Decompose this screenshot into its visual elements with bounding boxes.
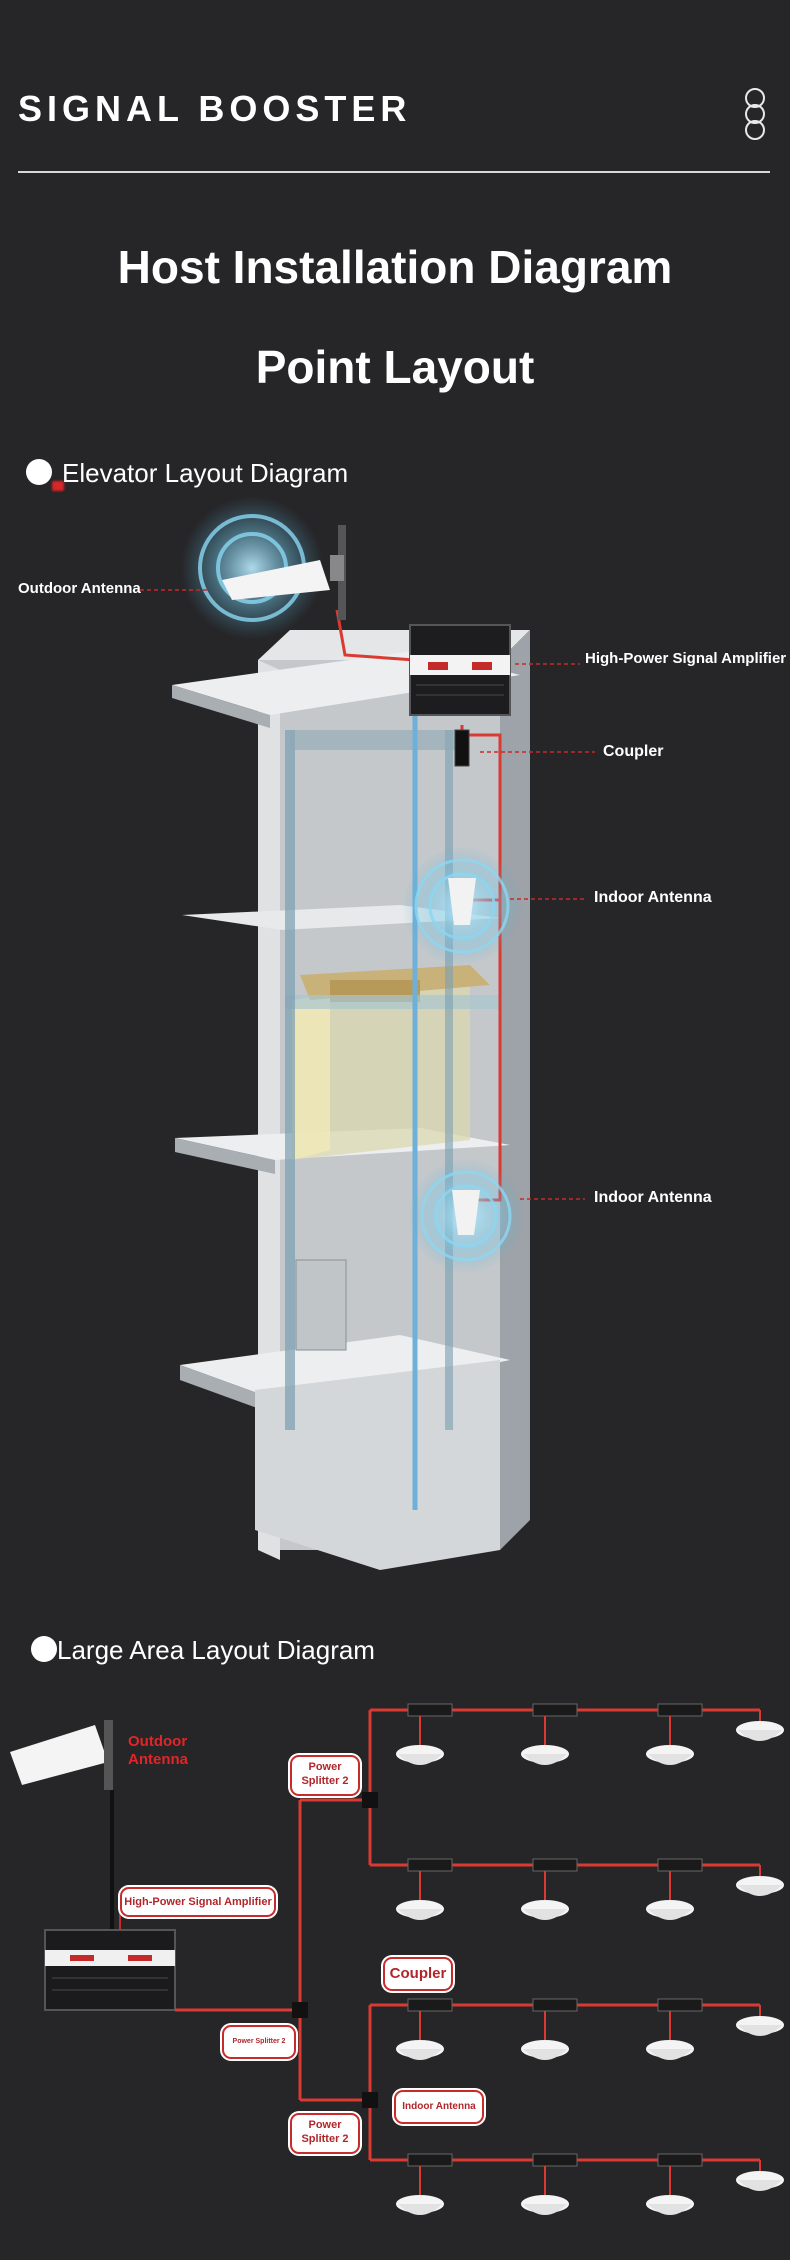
label-amplifier: High-Power Signal Amplifier — [585, 650, 787, 667]
ceiling-antenna-dome — [738, 2180, 782, 2191]
three-rings-menu-icon[interactable] — [742, 88, 768, 140]
ceiling-antenna-dome — [738, 1885, 782, 1896]
ceiling-antenna-dome — [738, 2025, 782, 2036]
branch-coupler — [532, 1703, 578, 1717]
red-marker-icon — [52, 481, 64, 491]
bullet-dot-icon — [31, 1636, 57, 1662]
page-subtitle: Point Layout — [255, 341, 535, 393]
ceiling-antenna-dome — [523, 2204, 567, 2215]
large-area-diagram — [10, 1703, 784, 2215]
label-power-splitter-bottom: Power Splitter 2 — [290, 2113, 360, 2154]
ceiling-antenna-dome — [648, 1754, 692, 1765]
page-title: Host Installation Diagram — [117, 241, 673, 293]
branch-coupler — [657, 1858, 703, 1872]
label-coupler-box: Coupler — [383, 1957, 453, 1991]
branch-coupler — [657, 1703, 703, 1717]
ceiling-antenna-dome — [398, 1909, 442, 1920]
branch-coupler — [407, 1703, 453, 1717]
ceiling-antenna-dome — [398, 2049, 442, 2060]
label-indoor-antenna-1: Indoor Antenna — [594, 889, 712, 906]
label-outdoor-antenna-red: Outdoor Antenna — [128, 1733, 188, 1768]
branch-coupler — [657, 2153, 703, 2167]
branch-coupler — [532, 1998, 578, 2012]
branch-coupler — [407, 1858, 453, 1872]
ceiling-antenna-dome — [738, 1730, 782, 1741]
label-power-splitter-top: Power Splitter 2 — [290, 1755, 360, 1796]
label-indoor-antenna-2: Indoor Antenna — [594, 1189, 712, 1206]
ceiling-antenna-dome — [648, 2049, 692, 2060]
bullet-dot-icon — [26, 459, 52, 485]
brand-title: SIGNAL BOOSTER — [18, 88, 412, 129]
label-amplifier-box: High-Power Signal Amplifier — [120, 1887, 276, 1917]
label-coupler: Coupler — [603, 743, 664, 760]
label-power-splitter-mid: Power Splitter 2 — [222, 2025, 296, 2059]
ceiling-antenna-dome — [648, 2204, 692, 2215]
label-indoor-antenna-box: Indoor Antenna — [394, 2090, 484, 2124]
branch-coupler — [407, 2153, 453, 2167]
large-area-section-title: Large Area Layout Diagram — [57, 1635, 375, 1665]
ceiling-antenna-dome — [523, 2049, 567, 2060]
ceiling-antenna-dome — [398, 2204, 442, 2215]
elevator-section-title: Elevator Layout Diagram — [62, 458, 349, 488]
branch-coupler — [532, 1858, 578, 1872]
elevator-diagram — [140, 496, 595, 1570]
ceiling-antenna-dome — [398, 1754, 442, 1765]
header-divider — [18, 171, 770, 173]
branch-coupler — [657, 1998, 703, 2012]
ceiling-antenna-dome — [523, 1754, 567, 1765]
ceiling-antenna-dome — [523, 1909, 567, 1920]
label-outdoor-antenna: Outdoor Antenna — [18, 580, 141, 597]
ceiling-antenna-dome — [648, 1909, 692, 1920]
branch-coupler — [407, 1998, 453, 2012]
branch-coupler — [532, 2153, 578, 2167]
